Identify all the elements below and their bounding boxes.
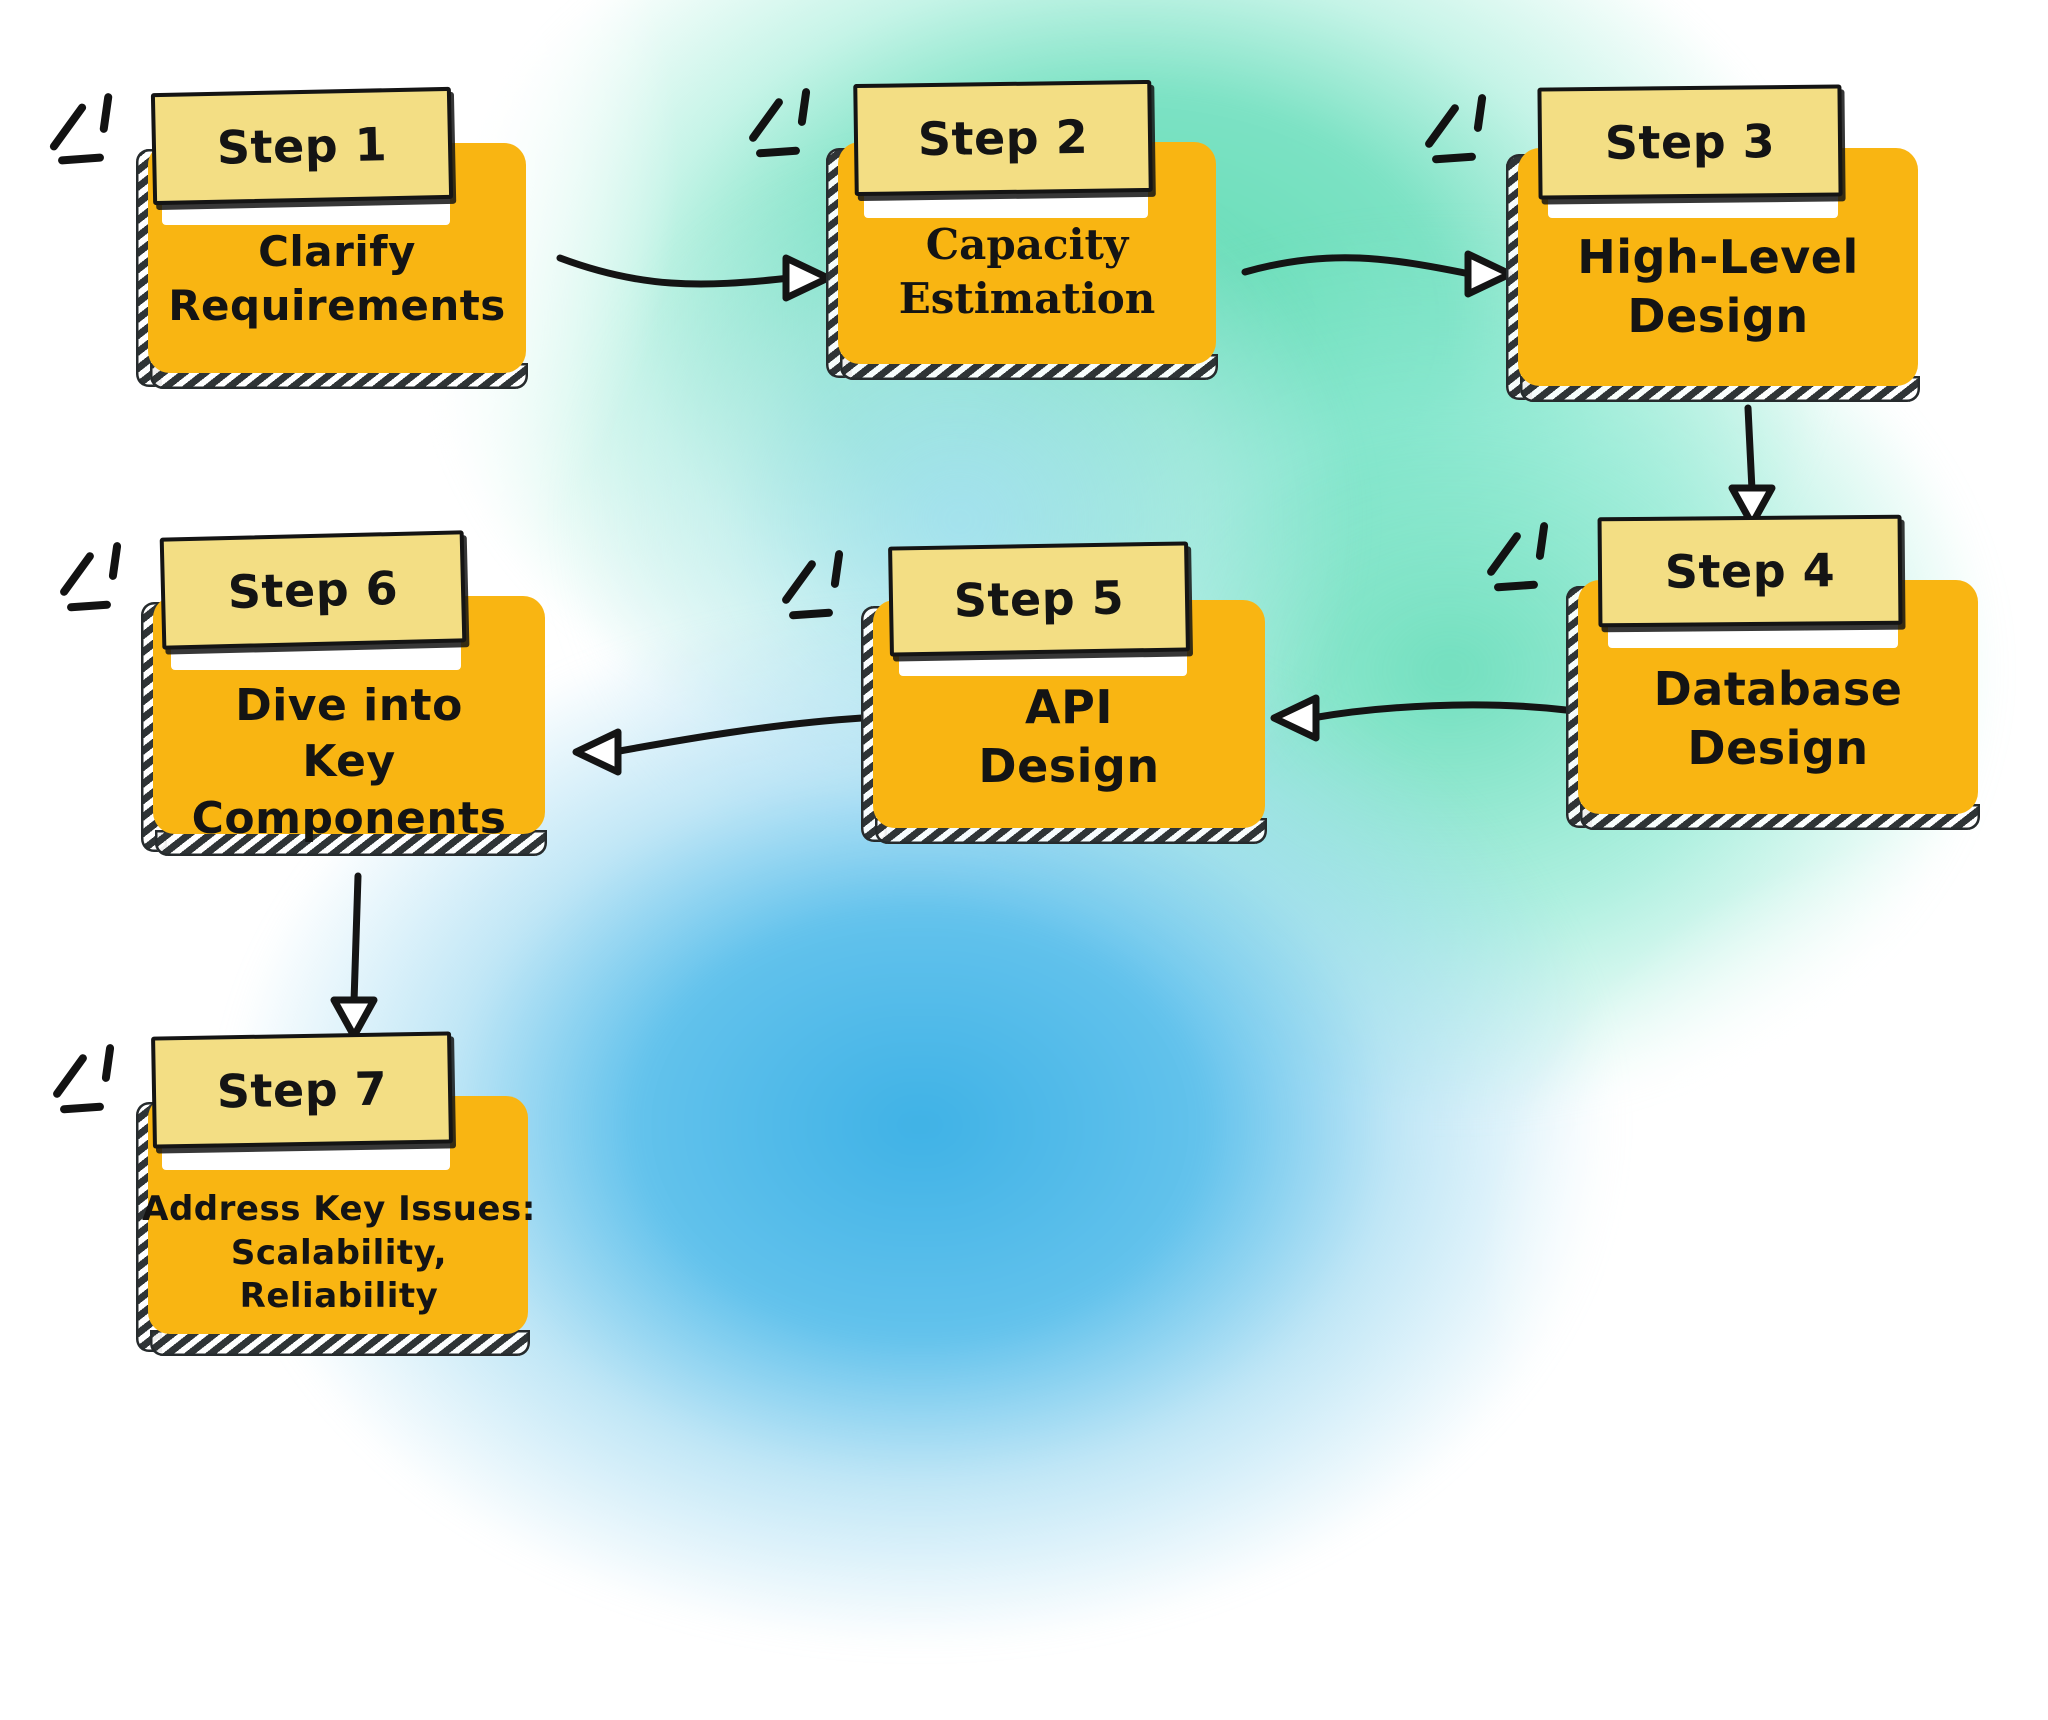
node-step5[interactable]: Step 5 API Design <box>780 541 1305 850</box>
sparkle-icon-step2 <box>747 82 836 172</box>
node-step4[interactable]: Step 4 Database Design <box>1485 514 2030 840</box>
badge-step1: Step 1 <box>150 86 454 206</box>
sparkle-icon-step5 <box>780 542 869 632</box>
badge-label-step1: Step 1 <box>216 117 388 175</box>
card-shadow-bottom-step7 <box>150 1330 530 1356</box>
label-step4: Database Design <box>1653 662 1903 775</box>
label-step6: Dive into Key Components <box>191 680 507 844</box>
sparkle-icon-step6 <box>58 534 147 624</box>
label-step5: API Design <box>978 680 1160 793</box>
sparkle-icon-step7 <box>51 1036 140 1126</box>
label-step7: Address Key Issues: Scalability, Reliabi… <box>142 1189 536 1317</box>
badge-label-step6: Step 6 <box>227 560 399 620</box>
badge-label-step7: Step 7 <box>216 1061 388 1119</box>
badge-label-step2: Step 2 <box>917 109 1089 167</box>
node-step7[interactable]: Step 7 Address Key Issues: Scalability, … <box>51 1031 570 1370</box>
label-step1: Clarify Requirements <box>168 227 506 330</box>
node-step3[interactable]: Step 3 High-Level Design <box>1423 84 1970 410</box>
badge-step4: Step 4 <box>1597 514 1903 628</box>
sparkle-icon-step4 <box>1485 514 1574 604</box>
sparkle-icon-step1 <box>48 85 140 175</box>
sparkle-icon-step3 <box>1423 86 1512 176</box>
badge-step6: Step 6 <box>159 530 467 650</box>
badge-label-step5: Step 5 <box>953 570 1125 628</box>
node-step2[interactable]: Step 2 Capacity Estimation <box>747 79 1260 390</box>
badge-label-step3: Step 3 <box>1604 114 1776 170</box>
badge-step7: Step 7 <box>151 1031 453 1149</box>
label-step2: Capacity Estimation <box>898 220 1156 323</box>
label-step3: High-Level Design <box>1577 230 1859 343</box>
card-shadow-bottom-step6 <box>155 830 547 856</box>
node-step1[interactable]: Step 1 Clarify Requirements <box>48 86 570 395</box>
badge-label-step4: Step 4 <box>1664 543 1836 599</box>
badge-step5: Step 5 <box>888 541 1190 657</box>
badge-step3: Step 3 <box>1537 84 1843 200</box>
node-step6[interactable]: Step 6 Dive into Key Components <box>58 530 595 870</box>
badge-step2: Step 2 <box>853 79 1153 197</box>
